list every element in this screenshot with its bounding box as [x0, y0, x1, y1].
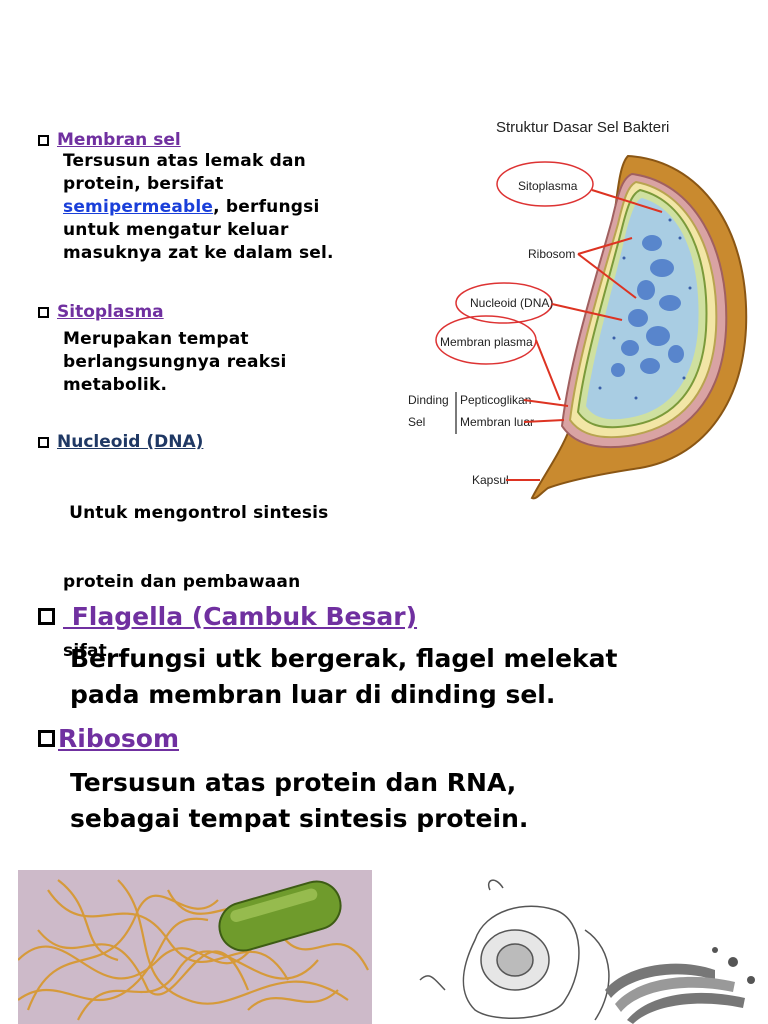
membran-sel-heading: Membran sel — [38, 130, 334, 150]
section-ribosom: Ribosom Tersusun atas protein dan RNA, s… — [38, 724, 528, 837]
diagram-title: Struktur Dasar Sel Bakteri — [496, 119, 669, 136]
checkbox-bullet-icon — [38, 436, 49, 448]
cell-organelle-sketch — [419, 879, 755, 1024]
label-ribosom: Ribosom — [528, 247, 575, 261]
nucleoid-label-oval — [455, 282, 553, 324]
flagellated-bacterium-photo — [18, 870, 372, 1024]
label-pepticoglikan: Pepticoglikan — [460, 393, 531, 407]
flagella-heading: Flagella (Cambuk Besar) — [38, 602, 618, 631]
section-flagella: Flagella (Cambuk Besar) Berfungsi utk be… — [38, 602, 618, 713]
section-membran-sel: Membran sel Tersusun atas lemak dan prot… — [38, 130, 334, 265]
checkbox-bullet-icon — [38, 608, 55, 625]
section-nucleoid: Nucleoid (DNA) Untuk mengontrol sintesis… — [38, 432, 328, 709]
sitoplasma-text: Merupakan tempat berlangsungnya reaksi m… — [63, 329, 287, 395]
checkbox-bullet-icon — [38, 306, 49, 318]
semipermeable-link[interactable]: semipermeable — [63, 197, 214, 217]
nucleoid-heading: Nucleoid (DNA) — [38, 432, 328, 452]
golgi-apparatus-sketch — [605, 947, 755, 1024]
membran-sel-text: Tersusun atas lemak dan protein, bersifa… — [63, 151, 334, 263]
checkbox-bullet-icon — [38, 730, 55, 747]
pointer-lines — [506, 189, 663, 481]
sitoplasma-heading: Sitoplasma — [38, 302, 287, 322]
ribosome-dots — [598, 218, 692, 400]
sitoplasma-label-oval — [496, 161, 594, 207]
label-nucleoid: Nucleoid (DNA) — [470, 296, 553, 310]
ribosom-heading: Ribosom — [38, 724, 528, 753]
label-sel: Sel — [408, 415, 425, 429]
checkbox-bullet-icon — [38, 134, 49, 146]
label-membran-luar: Membran luar — [460, 415, 534, 429]
bacteria-structure-diagram: Struktur Dasar Sel Bakteri Sitoplasma Ri… — [408, 119, 748, 500]
cytoplasm-area — [586, 198, 699, 420]
ribosom-text: Tersusun atas protein dan RNA, sebagai t… — [70, 768, 529, 833]
nucleoid-dna-blobs — [611, 235, 684, 377]
label-kapsul: Kapsul — [472, 473, 509, 487]
bacterium-body — [218, 880, 342, 952]
nucleoid-text: Untuk mengontrol sintesis protein dan pe… — [63, 503, 329, 661]
cell-outline-sketch — [419, 879, 610, 1021]
label-dinding: Dinding — [408, 393, 449, 407]
label-sitoplasma: Sitoplasma — [518, 179, 578, 193]
section-sitoplasma: Sitoplasma Merupakan tempat berlangsungn… — [38, 302, 287, 397]
flagella-text: Berfungsi utk bergerak, flagel melekat p… — [70, 644, 618, 709]
label-membran-plasma: Membran plasma — [440, 335, 533, 349]
